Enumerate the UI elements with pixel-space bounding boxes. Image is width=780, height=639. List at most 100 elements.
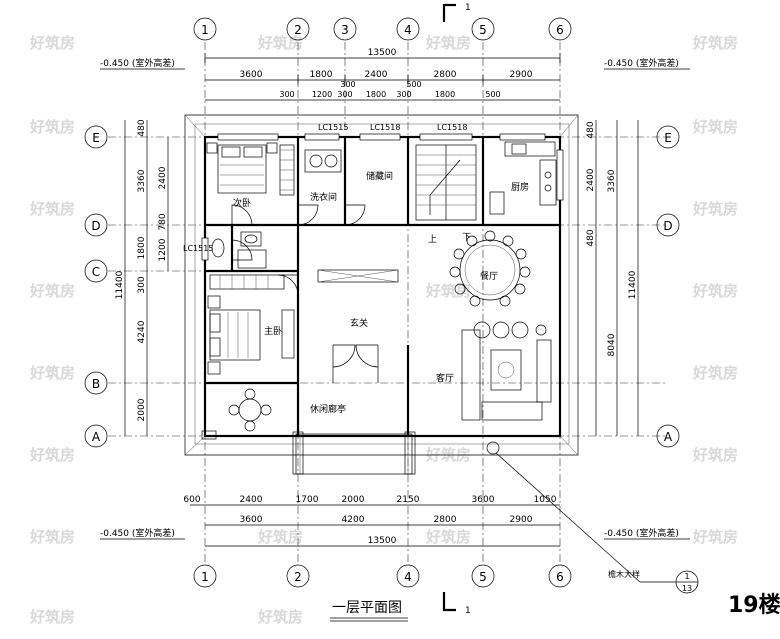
axis-label: E bbox=[664, 131, 672, 145]
dimensions-top: 13500 3600 1800 2400 2800 2900 300 1200 … bbox=[204, 48, 561, 101]
watermark: 好筑房 bbox=[29, 608, 75, 626]
watermark: 好筑房 bbox=[29, 34, 75, 52]
section-marks: 1 1 bbox=[442, 3, 471, 616]
dim-text: 1800 bbox=[137, 236, 147, 259]
room-label-master-bedroom: 主卧 bbox=[264, 325, 282, 337]
watermark: 好筑房 bbox=[692, 118, 738, 136]
room-label-laundry: 洗衣间 bbox=[310, 191, 337, 203]
section-label: 1 bbox=[465, 3, 471, 13]
axis-label: D bbox=[663, 219, 672, 233]
sofa-set-icon bbox=[461, 321, 552, 421]
kitchen-counter-icon bbox=[489, 141, 557, 215]
dim-text: 2400 bbox=[586, 168, 596, 191]
watermark: 好筑房 bbox=[29, 118, 75, 136]
dim-text: 1200 bbox=[158, 238, 168, 261]
watermark: 好筑房 bbox=[692, 528, 738, 546]
level-notes: -0.450 (室外高差) -0.450 (室外高差) -0.450 (室外高差… bbox=[100, 57, 690, 540]
dim-text: 2400 bbox=[240, 495, 263, 505]
dim-text: 1800 bbox=[310, 70, 333, 80]
dim-text: 13500 bbox=[368, 536, 397, 546]
watermark: 好筑房 bbox=[257, 608, 303, 626]
dim-text: 1800 bbox=[435, 90, 455, 99]
window-label: LC1518 bbox=[370, 123, 400, 132]
axis-grid bbox=[108, 42, 668, 565]
axis-bubbles-top: 1 2 3 4 5 6 bbox=[193, 17, 572, 41]
room-label-leisure-corridor: 休闲廊亭 bbox=[310, 403, 346, 415]
dim-text: 2150 bbox=[397, 495, 420, 505]
watermark: 好筑房 bbox=[425, 528, 471, 546]
dim-text: 2900 bbox=[510, 515, 533, 525]
callout-top: 1 bbox=[684, 572, 689, 581]
watermark: 好筑房 bbox=[692, 446, 738, 464]
level-note: -0.450 (室外高差) bbox=[604, 57, 679, 69]
room-label-living: 客厅 bbox=[436, 372, 454, 384]
dim-text: 1050 bbox=[534, 495, 557, 505]
dim-text: 2800 bbox=[434, 70, 457, 80]
dim-text: 480 bbox=[586, 229, 596, 246]
axis-bubbles-bottom: 1 2 4 5 6 bbox=[193, 564, 572, 588]
level-note: -0.450 (室外高差) bbox=[604, 527, 679, 539]
level-note: -0.450 (室外高差) bbox=[100, 57, 175, 69]
bed-icon bbox=[207, 295, 295, 375]
watermark: 好筑房 bbox=[257, 528, 303, 546]
axis-label: 2 bbox=[294, 570, 302, 584]
axis-label: 1 bbox=[201, 23, 209, 37]
dim-text: 500 bbox=[406, 80, 421, 89]
callout-bottom: 13 bbox=[682, 584, 692, 593]
dim-text: 2800 bbox=[434, 515, 457, 525]
axis-label: A bbox=[92, 430, 101, 444]
window-label: LC1515 bbox=[318, 123, 348, 132]
watermark: 好筑房 bbox=[257, 34, 303, 52]
watermark: 好筑房 bbox=[29, 446, 75, 464]
dim-text: 11400 bbox=[628, 270, 638, 299]
wardrobe-icon bbox=[209, 274, 285, 290]
dim-text: 300 bbox=[337, 90, 352, 99]
axis-label: 4 bbox=[404, 23, 412, 37]
dim-text: 480 bbox=[586, 121, 596, 138]
dimensions-bottom: 600 2400 1700 2000 2150 3600 1050 3600 4… bbox=[183, 495, 560, 547]
dim-text: 3600 bbox=[240, 70, 263, 80]
watermark: 好筑房 bbox=[29, 282, 75, 300]
dim-text: 2000 bbox=[342, 495, 365, 505]
watermark: 好筑房 bbox=[692, 282, 738, 300]
dim-text: 2900 bbox=[510, 70, 533, 80]
callout-label: 檐木大样 bbox=[608, 569, 640, 579]
corner-logo: 19楼 bbox=[728, 593, 780, 618]
watermark: 好筑房 bbox=[425, 34, 471, 52]
room-label-second-bedroom: 次卧 bbox=[233, 197, 251, 209]
room-label-storage: 储藏间 bbox=[366, 170, 393, 182]
watermark: 好筑房 bbox=[425, 282, 471, 300]
dimensions-left: 480 3360 1800 300 4240 2000 2400 780 120… bbox=[115, 119, 169, 436]
dim-text: 4240 bbox=[137, 320, 147, 343]
axis-label: E bbox=[92, 131, 100, 145]
dim-text: 3600 bbox=[472, 495, 495, 505]
toilet-icon bbox=[211, 231, 267, 269]
watermark: 好筑房 bbox=[29, 364, 75, 382]
washing-machine-icon bbox=[304, 149, 342, 173]
section-label: 1 bbox=[465, 606, 471, 616]
drawing-title: 一层平面图 bbox=[330, 600, 408, 622]
dining-table-icon bbox=[449, 230, 531, 307]
window-label: LC1515 bbox=[183, 244, 213, 253]
watermark: 好筑房 bbox=[29, 528, 75, 546]
porch-steps bbox=[292, 431, 416, 475]
dim-text: 480 bbox=[137, 119, 147, 136]
dim-text: 300 bbox=[279, 90, 294, 99]
doors bbox=[231, 204, 379, 383]
detail-callout: 1 13 檐木大样 bbox=[486, 441, 699, 594]
axis-label: 5 bbox=[479, 23, 487, 37]
axis-label: 3 bbox=[341, 23, 349, 37]
room-label-entry-hall: 玄关 bbox=[350, 317, 368, 329]
level-note: -0.450 (室外高差) bbox=[100, 527, 175, 539]
watermark: 好筑房 bbox=[29, 200, 75, 218]
wardrobe-icon bbox=[279, 144, 295, 196]
stair-down-label: 下 bbox=[462, 233, 471, 243]
dim-text: 11400 bbox=[115, 270, 125, 299]
axis-label: A bbox=[664, 430, 673, 444]
axis-label: 2 bbox=[294, 23, 302, 37]
axis-label: 6 bbox=[556, 570, 564, 584]
dim-text: 500 bbox=[485, 90, 500, 99]
axis-label: 4 bbox=[404, 570, 412, 584]
dim-text: 1200 bbox=[312, 90, 332, 99]
